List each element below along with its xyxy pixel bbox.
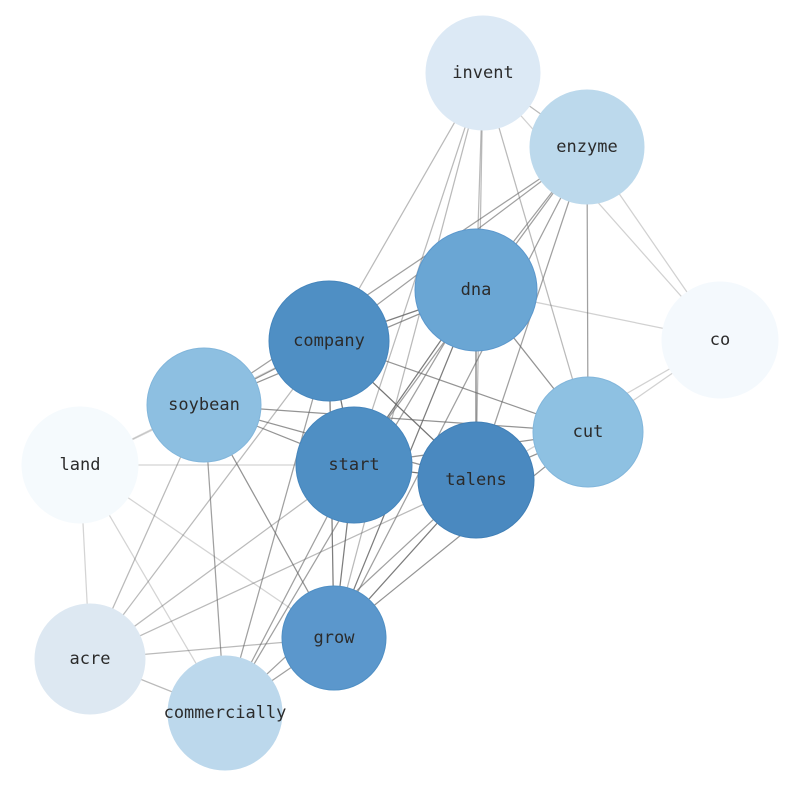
node-circle-cut[interactable]: [532, 376, 644, 488]
graph-node-acre[interactable]: acre: [34, 603, 146, 715]
graph-node-co[interactable]: co: [661, 281, 779, 399]
graph-node-dna[interactable]: dna: [414, 228, 538, 352]
graph-node-cut[interactable]: cut: [532, 376, 644, 488]
node-circle-acre[interactable]: [34, 603, 146, 715]
graph-edge: [333, 72, 484, 639]
node-circle-invent[interactable]: [425, 15, 541, 131]
node-circle-land[interactable]: [21, 406, 139, 524]
graph-node-grow[interactable]: grow: [281, 585, 387, 691]
graph-edge: [89, 479, 477, 660]
graph-edge: [482, 72, 589, 433]
graph-node-enzyme[interactable]: enzyme: [529, 89, 645, 205]
graph-node-talens[interactable]: talens: [417, 421, 535, 539]
graph-edge: [203, 146, 588, 406]
node-circle-grow[interactable]: [281, 585, 387, 691]
node-circle-talens[interactable]: [417, 421, 535, 539]
node-circle-company[interactable]: [268, 280, 390, 402]
graph-edge: [482, 72, 721, 341]
node-circle-enzyme[interactable]: [529, 89, 645, 205]
graph-edge: [333, 146, 588, 639]
graph-edge: [203, 404, 589, 433]
node-circle-start[interactable]: [295, 406, 413, 524]
node-circle-commercially[interactable]: [167, 655, 283, 771]
graph-edge: [224, 340, 330, 714]
graph-node-land[interactable]: land: [21, 406, 139, 524]
graph-node-company[interactable]: company: [268, 280, 390, 402]
node-circle-soybean[interactable]: [146, 347, 262, 463]
graph-node-soybean[interactable]: soybean: [146, 347, 262, 463]
graph-node-invent[interactable]: invent: [425, 15, 541, 131]
node-circle-co[interactable]: [661, 281, 779, 399]
graph-node-start[interactable]: start: [295, 406, 413, 524]
node-circle-dna[interactable]: [414, 228, 538, 352]
graph-edge: [89, 340, 330, 660]
